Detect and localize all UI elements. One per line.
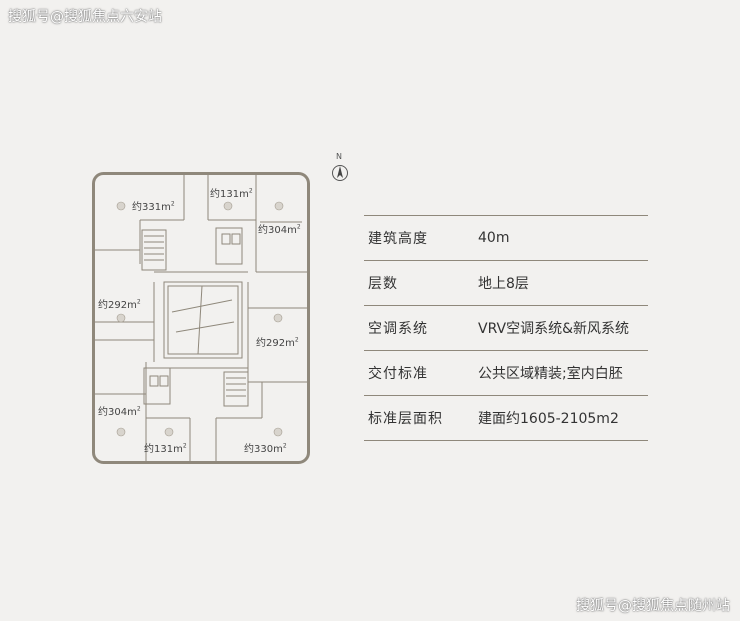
unit-area-label: 约330m2 [244,442,287,455]
compass-icon [332,165,348,181]
spec-value: VRV空调系统&新风系统 [478,321,630,337]
spec-row: 建筑高度 40m [364,215,648,261]
spec-key: 标准层面积 [368,411,443,427]
spec-key: 建筑高度 [368,231,428,247]
spec-value: 公共区域精装;室内白胚 [478,366,623,382]
spec-row: 标准层面积 建面约1605-2105m2 [364,396,648,441]
spec-table: 建筑高度 40m 层数 地上8层 空调系统 VRV空调系统&新风系统 交付标准 … [364,215,648,441]
spec-key: 空调系统 [368,321,428,337]
watermark-bottom: 搜狐号@搜狐焦点随州站 [576,598,730,614]
spec-value: 40m [478,230,510,246]
watermark-top: 搜狐号@搜狐焦点六安站 [8,9,162,25]
unit-area-label: 约292m2 [256,336,299,349]
north-label: N [336,152,342,161]
floor-plan-drawing [92,172,310,464]
unit-area-label: 约304m2 [98,405,141,418]
spec-key: 交付标准 [368,366,428,382]
spec-row: 层数 地上8层 [364,261,648,306]
unit-area-label: 约304m2 [258,223,301,236]
floor-plan: 约331m2 约131m2 约304m2 约292m2 约292m2 约304m… [92,172,310,464]
compass: N [330,152,352,184]
unit-area-label: 约292m2 [98,298,141,311]
spec-row: 空调系统 VRV空调系统&新风系统 [364,306,648,351]
spec-key: 层数 [368,276,398,292]
unit-area-label: 约331m2 [132,200,175,213]
unit-area-label: 约131m2 [144,442,187,455]
spec-value: 建面约1605-2105m2 [478,411,619,427]
spec-value: 地上8层 [478,276,529,292]
spec-row: 交付标准 公共区域精装;室内白胚 [364,351,648,396]
unit-area-label: 约131m2 [210,187,253,200]
